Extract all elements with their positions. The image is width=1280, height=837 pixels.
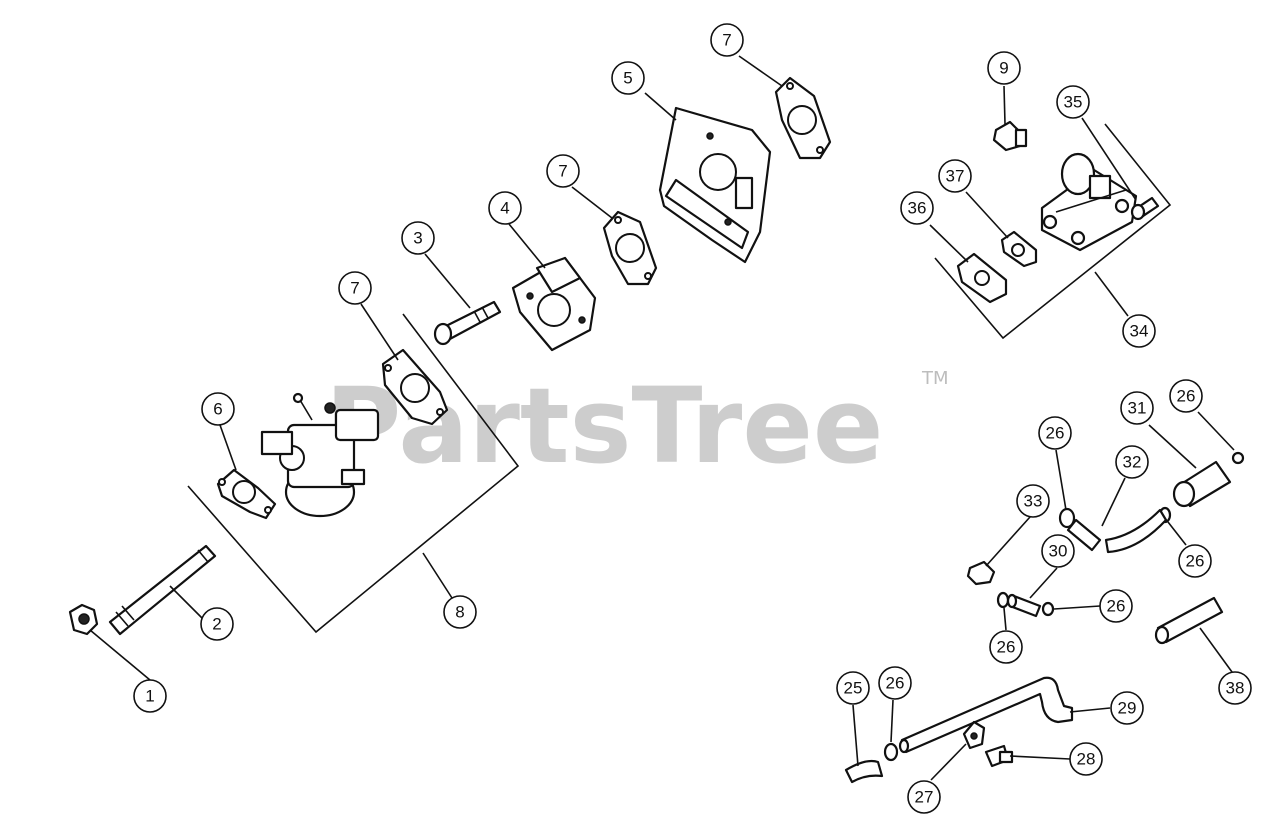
callout-38: 38 [1218, 671, 1252, 705]
fitting-part-9 [992, 120, 1028, 152]
callout-8: 8 [443, 595, 477, 629]
callout-28: 28 [1069, 742, 1103, 776]
svg-text:25: 25 [844, 679, 863, 698]
callout-7-upper: 7 [710, 23, 744, 57]
gasket-part-7-middle [602, 210, 658, 286]
callout-3: 3 [401, 221, 435, 255]
spacer-part-4 [511, 256, 597, 352]
carburetor-assembly-bracket [187, 313, 520, 634]
callout-26-d: 26 [1099, 589, 1133, 623]
stud-part-2 [108, 544, 217, 636]
hose-part-30 [1006, 593, 1042, 618]
nut-part-1 [68, 603, 99, 636]
svg-text:26: 26 [886, 674, 905, 693]
svg-text:26: 26 [1177, 387, 1196, 406]
svg-text:36: 36 [908, 199, 927, 218]
callout-26-c: 26 [1178, 544, 1212, 578]
svg-text:3: 3 [413, 229, 422, 248]
gasket-part-6 [216, 468, 277, 520]
leader-lines [89, 55, 1235, 781]
fuel-line-part-29 [898, 676, 1074, 754]
svg-text:35: 35 [1064, 93, 1083, 112]
svg-text:7: 7 [558, 162, 567, 181]
svg-text:26: 26 [1107, 597, 1126, 616]
callout-35: 35 [1056, 85, 1090, 119]
leader-8 [422, 552, 453, 599]
watermark-trademark: TM [921, 368, 949, 389]
svg-text:1: 1 [145, 687, 154, 706]
gasket-part-7-lower [381, 348, 449, 426]
svg-text:4: 4 [500, 199, 509, 218]
elbow-hose-part-25 [844, 759, 884, 784]
screw-part-35 [1130, 196, 1160, 221]
fuel-pump-body [1040, 152, 1138, 252]
svg-text:37: 37 [946, 167, 965, 186]
callout-36: 36 [900, 191, 934, 225]
svg-text:38: 38 [1226, 679, 1245, 698]
clamp-part-26-b [1058, 507, 1076, 529]
svg-text:34: 34 [1130, 322, 1149, 341]
callout-32: 32 [1115, 445, 1149, 479]
fitting-part-33 [966, 560, 996, 586]
svg-text:7: 7 [722, 31, 731, 50]
callout-2: 2 [200, 607, 234, 641]
gasket-part-37 [1000, 230, 1038, 268]
svg-text:9: 9 [999, 59, 1008, 78]
callout-31: 31 [1120, 391, 1154, 425]
svg-text:8: 8 [455, 603, 464, 622]
callout-30: 30 [1041, 534, 1075, 568]
callout-7-middle: 7 [546, 154, 580, 188]
callout-25: 25 [836, 671, 870, 705]
callout-27: 27 [907, 780, 941, 814]
callout-26-f: 26 [878, 666, 912, 700]
svg-text:31: 31 [1128, 399, 1147, 418]
plate-part-5 [658, 106, 772, 264]
svg-text:27: 27 [915, 788, 934, 807]
callout-5: 5 [611, 61, 645, 95]
svg-text:6: 6 [213, 400, 222, 419]
hose-part-38 [1154, 596, 1224, 645]
clamp-part-26-e [1041, 601, 1055, 617]
svg-text:32: 32 [1123, 453, 1142, 472]
svg-text:29: 29 [1118, 699, 1137, 718]
callout-33: 33 [1016, 484, 1050, 518]
clamp-part-26-a [1231, 451, 1245, 465]
leader-34 [1094, 271, 1129, 317]
callout-26-b: 26 [1038, 416, 1072, 450]
screw-part-28 [984, 744, 1014, 768]
callout-29: 29 [1110, 691, 1144, 725]
svg-text:33: 33 [1024, 492, 1043, 511]
fuel-filter-part-31 [1172, 460, 1232, 508]
svg-text:7: 7 [350, 279, 359, 298]
clamp-part-26-f [883, 742, 899, 762]
gasket-part-7-upper [774, 76, 832, 160]
fuel-pump-assembly-bracket [934, 123, 1172, 340]
clip-part-27 [962, 720, 986, 750]
svg-text:26: 26 [1046, 424, 1065, 443]
callout-26-a: 26 [1169, 379, 1203, 413]
hose-part-32 [1066, 508, 1168, 554]
clamp-part-26-d [996, 591, 1010, 609]
carburetor-body [260, 392, 380, 518]
bolt-part-3 [433, 300, 502, 346]
svg-text:26: 26 [1186, 552, 1205, 571]
callout-1: 1 [133, 679, 167, 713]
svg-text:28: 28 [1077, 750, 1096, 769]
svg-text:26: 26 [997, 638, 1016, 657]
callout-34: 34 [1122, 314, 1156, 348]
callout-26-e: 26 [989, 630, 1023, 664]
callout-7-lower: 7 [338, 271, 372, 305]
callout-4: 4 [488, 191, 522, 225]
svg-text:5: 5 [623, 69, 632, 88]
diaphragm-part-36 [956, 252, 1008, 304]
svg-text:2: 2 [212, 615, 221, 634]
callout-6: 6 [201, 392, 235, 426]
callout-37: 37 [938, 159, 972, 193]
svg-text:30: 30 [1049, 542, 1068, 561]
callout-9: 9 [987, 51, 1021, 85]
